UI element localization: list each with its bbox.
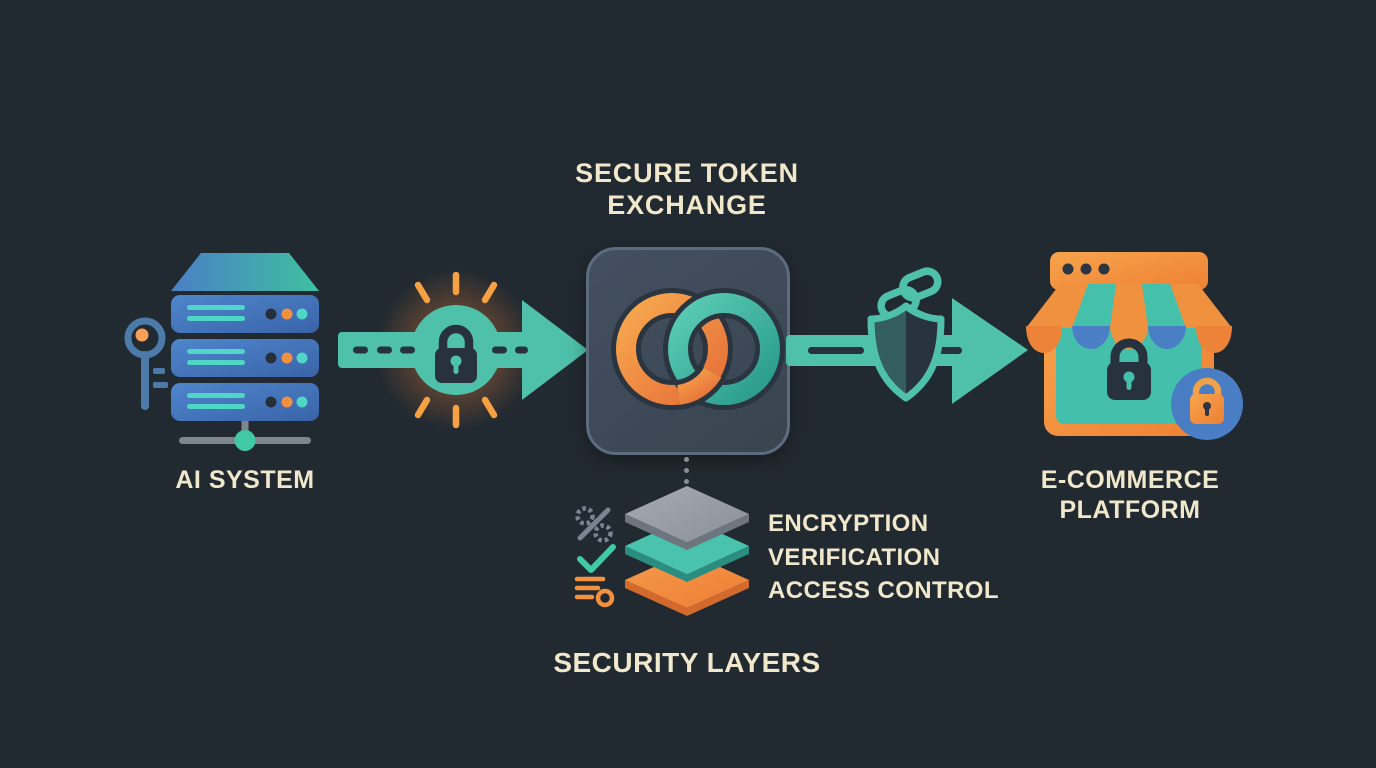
layer-label-verification: VERIFICATION <box>768 544 941 571</box>
check-icon <box>577 544 616 573</box>
ecommerce-label-line1: E-COMMERCE <box>1040 466 1220 494</box>
store-awning <box>1026 284 1232 353</box>
shield-icon <box>867 302 945 402</box>
token-exchange-panel <box>586 247 790 455</box>
key-icon <box>124 317 168 410</box>
interlocked-rings-icon <box>611 288 785 410</box>
store-lock-icon <box>1107 338 1151 400</box>
server-top <box>171 253 319 291</box>
diagram-title-line2: EXCHANGE <box>607 189 767 220</box>
dashed-connector <box>684 457 689 495</box>
padlock-icon <box>435 324 477 383</box>
arrow-right-lock-icon <box>338 270 588 430</box>
cipher-icon <box>575 506 613 543</box>
server-rack-3 <box>171 383 319 421</box>
store-browser-bar <box>1050 252 1208 290</box>
access-key-list-icon <box>574 576 615 608</box>
server-stand <box>179 421 311 451</box>
layer-label-access-control: ACCESS CONTROL <box>768 577 999 604</box>
security-layers-title: SECURITY LAYERS <box>553 647 821 678</box>
layer-encryption <box>625 486 749 550</box>
ecommerce-label: E-COMMERCE PLATFORM <box>1005 466 1255 525</box>
security-layers-stack <box>625 486 749 616</box>
storefront-icon <box>1026 252 1243 440</box>
arrow-right-shield-icon <box>786 267 1028 404</box>
diagram-title: SECURE TOKEN EXCHANGE <box>487 158 887 222</box>
layer-label-encryption: ENCRYPTION <box>768 510 929 537</box>
glow-rays <box>414 271 498 429</box>
diagram-title-line1: SECURE TOKEN <box>575 158 799 188</box>
ai-system-label: AI SYSTEM <box>175 466 315 494</box>
server-rack-1 <box>171 295 319 333</box>
ecommerce-label-line2: PLATFORM <box>1059 495 1201 524</box>
arrow-dashes <box>353 346 528 354</box>
server-stack-icon <box>171 253 319 451</box>
server-rack-2 <box>171 339 319 377</box>
lock-badge-icon <box>1171 368 1243 440</box>
